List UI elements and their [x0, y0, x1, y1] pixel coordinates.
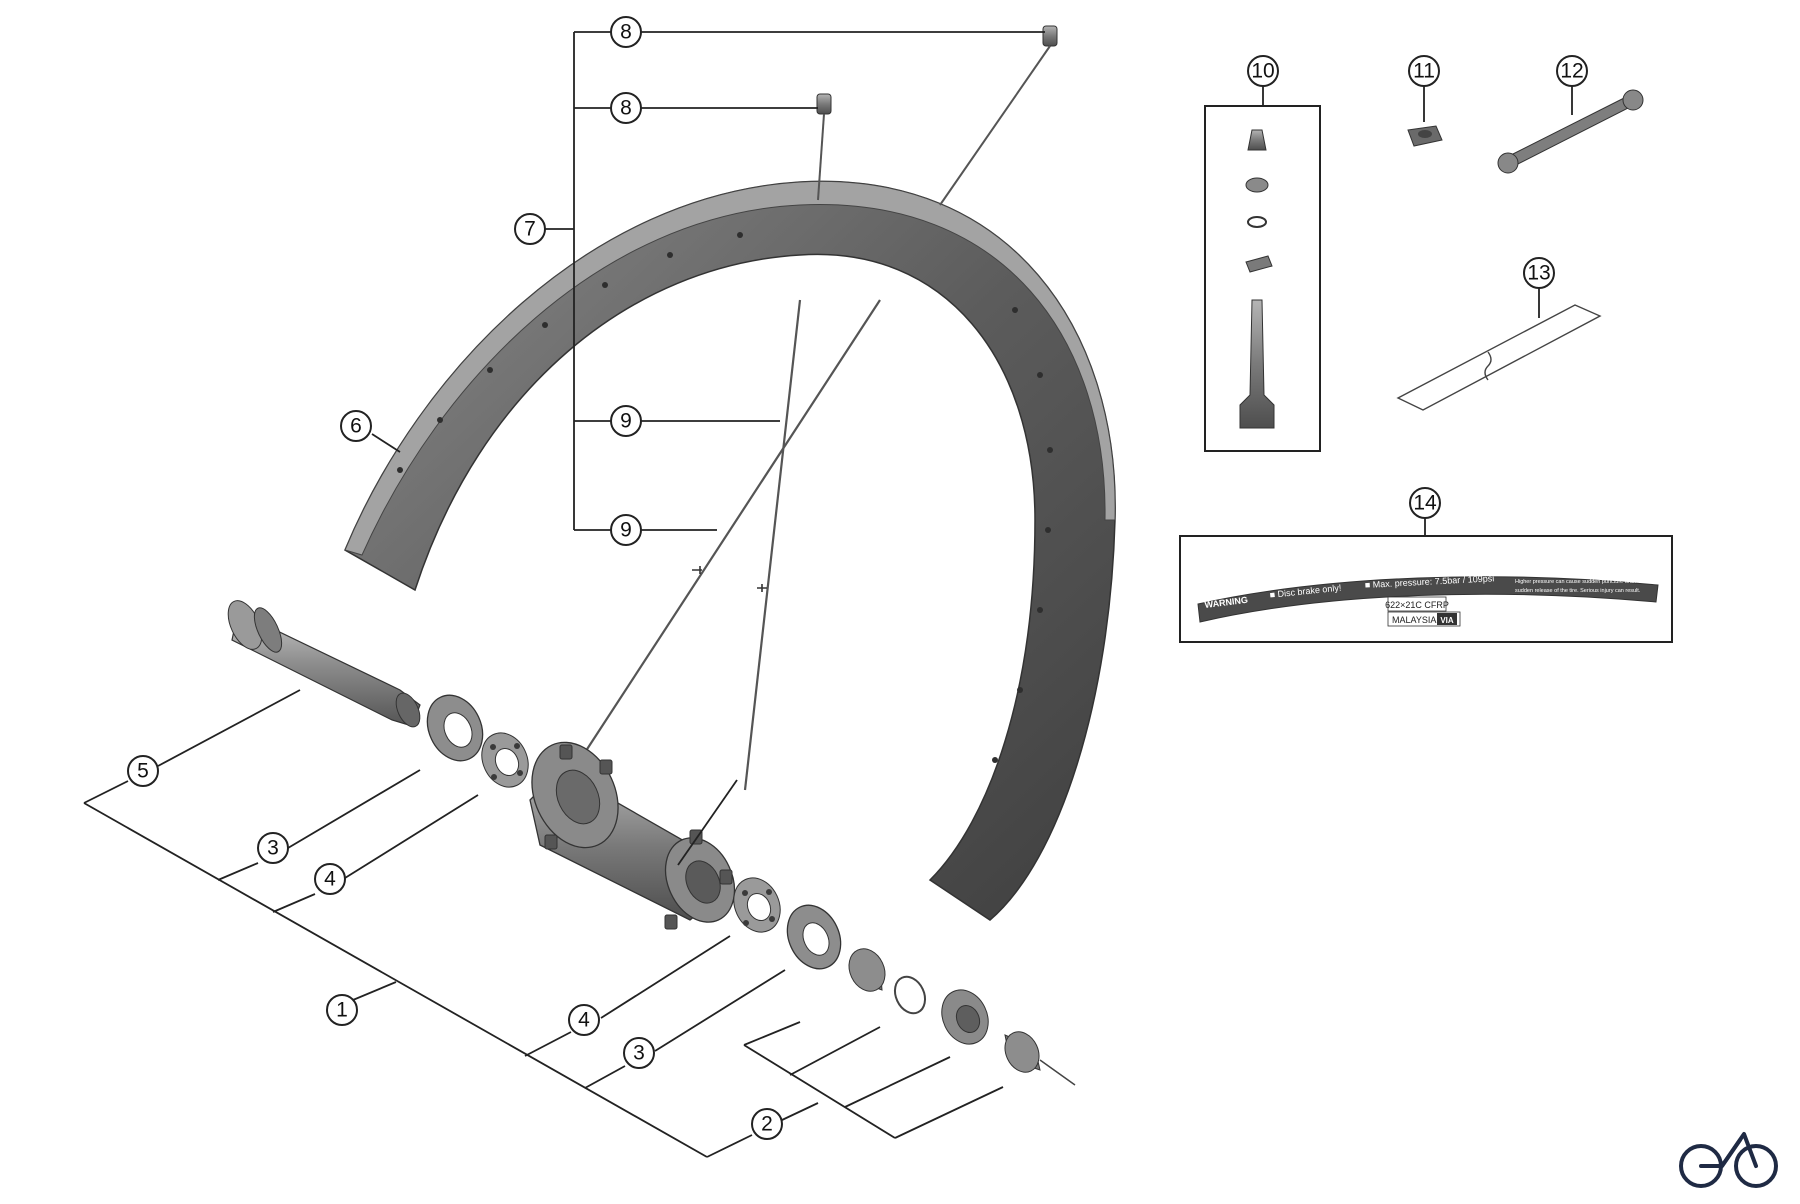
callout-label: 8: [620, 21, 632, 44]
callout-label: 6: [350, 415, 362, 438]
callout-11[interactable]: 11: [1408, 55, 1440, 87]
decal-size: 622×21C CFRP: [1385, 600, 1449, 610]
callout-4-left[interactable]: 4: [314, 863, 346, 895]
callout-7[interactable]: 7: [514, 213, 546, 245]
callout-label: 14: [1413, 492, 1437, 515]
callout-5[interactable]: 5: [127, 755, 159, 787]
callout-label: 2: [761, 1113, 773, 1136]
spoke-nipple-top: [939, 25, 1058, 206]
callout-label: 9: [620, 519, 632, 542]
rim-nut: [1407, 125, 1443, 147]
callout-label: 3: [267, 837, 279, 860]
callout-label: 5: [137, 760, 149, 783]
callout-label: 13: [1527, 262, 1550, 285]
callout-10[interactable]: 10: [1247, 55, 1279, 87]
decal-fine-print-1: Higher pressure can cause sudden punctur…: [1515, 579, 1644, 585]
callout-12[interactable]: 12: [1556, 55, 1588, 87]
callout-9-upper[interactable]: 9: [610, 405, 642, 437]
bearing-right: [733, 877, 781, 933]
callout-9-lower[interactable]: 9: [610, 514, 642, 546]
decal-size-label: 622×21C CFRP MALAYSIA VIA: [1385, 596, 1461, 627]
callout-6[interactable]: 6: [340, 410, 372, 442]
spoke-wrench: [1497, 89, 1644, 174]
valve-kit-box: [1204, 105, 1321, 452]
callout-8-top[interactable]: 8: [610, 16, 642, 48]
callout-14[interactable]: 14: [1409, 487, 1441, 519]
washer-left: [426, 694, 484, 762]
spokes: [579, 299, 881, 791]
callout-label: 1: [336, 999, 348, 1022]
bearing-left: [481, 732, 529, 788]
hub-body: [529, 741, 736, 930]
callout-label: 9: [620, 410, 632, 433]
rim-tape: [1396, 304, 1602, 411]
rim: [344, 180, 1116, 921]
bicycle-icon: [1679, 1132, 1778, 1188]
rim-decal-box: [1179, 535, 1673, 643]
callout-3-left[interactable]: 3: [257, 832, 289, 864]
washer-right: [786, 904, 842, 970]
callout-label: 8: [620, 97, 632, 120]
callout-4-right[interactable]: 4: [568, 1004, 600, 1036]
callout-8-middle[interactable]: 8: [610, 92, 642, 124]
decal-origin-mark: VIA: [1440, 616, 1454, 625]
callout-label: 11: [1413, 60, 1435, 83]
decal-fine-print-2: sudden release of the tire. Serious inju…: [1515, 588, 1641, 594]
callout-label: 12: [1560, 60, 1583, 83]
decal-origin: MALAYSIA: [1392, 615, 1436, 625]
callout-1[interactable]: 1: [326, 994, 358, 1026]
spoke-nipple-middle: [816, 93, 832, 201]
axle: [227, 600, 421, 728]
callout-2[interactable]: 2: [751, 1108, 783, 1140]
spoke-marks: [692, 566, 767, 592]
callout-label: 7: [524, 218, 536, 241]
callout-label: 4: [324, 868, 336, 891]
callout-label: 10: [1251, 60, 1274, 83]
leader-lines: [83, 31, 1573, 1158]
callout-3-right[interactable]: 3: [623, 1037, 655, 1069]
callout-13[interactable]: 13: [1523, 257, 1555, 289]
end-cap-set: [848, 948, 1076, 1086]
callout-label: 3: [633, 1042, 645, 1065]
callout-label: 4: [578, 1009, 590, 1032]
